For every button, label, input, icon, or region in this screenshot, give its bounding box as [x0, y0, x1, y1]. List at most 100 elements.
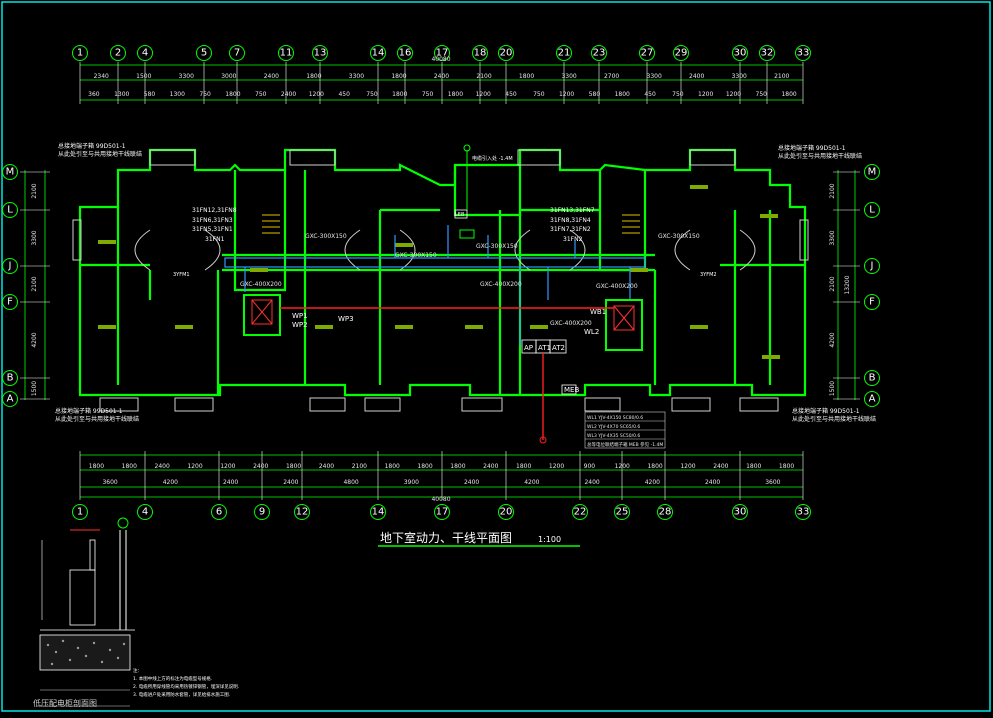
- dim-value: 580: [589, 91, 601, 98]
- dim-value: 2100: [774, 73, 789, 80]
- axis-label: 12: [296, 507, 309, 518]
- dim-value: 2400: [483, 463, 498, 470]
- axis-bubble: [294, 504, 310, 520]
- dim-value: 2400: [434, 73, 449, 80]
- dim-value: 2400: [713, 463, 728, 470]
- axis-label: 21: [558, 48, 571, 59]
- device-label: AT2: [552, 344, 565, 352]
- dim-value: 360: [88, 91, 100, 98]
- device-label: 3YFM1: [173, 272, 190, 278]
- axis-bubble: [732, 504, 748, 520]
- room-label: 31FN2: [563, 236, 583, 243]
- axis-label: F: [869, 297, 875, 308]
- dim-value: 1200: [726, 91, 741, 98]
- dim-value: 1800: [392, 91, 407, 98]
- axis-bubble: [2, 391, 18, 407]
- dim-value: 1800: [450, 463, 465, 470]
- axis-label: 7: [234, 48, 240, 59]
- dim-value: 1800: [286, 463, 301, 470]
- dim-value: 1200: [698, 91, 713, 98]
- dim-value: 750: [533, 91, 545, 98]
- note-line: 总接地端子箱 99D501-1: [792, 407, 860, 415]
- switchgear-section-detail: [39, 517, 135, 707]
- dim-value: 750: [199, 91, 211, 98]
- axis-bubble: [795, 45, 811, 61]
- dim-value: 1200: [615, 463, 630, 470]
- dim-value: 1800: [225, 91, 240, 98]
- axis-label: 28: [659, 507, 672, 518]
- room-label: 31FN8,31FN4: [550, 217, 591, 224]
- dim-value: 2400: [253, 463, 268, 470]
- duct-labels: GXC-300X150 GXC-300X150 GXC-300X150 GXC-…: [240, 233, 700, 327]
- device-label: WP2: [292, 321, 308, 329]
- axis-bubble: [591, 45, 607, 61]
- note-line: 2. 电缆所用穿线管均采用热镀锌钢管，埋深详见说明.: [133, 683, 239, 690]
- right-sum-dim: 13200: [844, 275, 851, 294]
- dim-value: 3300: [31, 230, 38, 245]
- total-dim-top: 40080: [431, 56, 450, 63]
- drawing-title: 地下室动力、干线平面图: [380, 530, 512, 545]
- dim-value: 2400: [464, 479, 479, 486]
- axis-bubble: [229, 45, 245, 61]
- axis-label: 23: [593, 48, 606, 59]
- axis-label: 11: [280, 48, 293, 59]
- axis-bubble: [434, 504, 450, 520]
- dim-value: 1800: [391, 73, 406, 80]
- axis-bubble: [72, 504, 88, 520]
- dim-value: 750: [756, 91, 768, 98]
- dim-value: 580: [144, 91, 156, 98]
- axis-label: B: [869, 373, 876, 384]
- dim-value: 1800: [647, 463, 662, 470]
- axis-label: 20: [500, 48, 513, 59]
- dim-value: 3600: [765, 479, 780, 486]
- axis-label: A: [7, 394, 14, 405]
- dim-value: 2100: [31, 183, 38, 198]
- axis-label: M: [868, 167, 877, 178]
- dim-value: 1500: [136, 73, 151, 80]
- dim-value: 4200: [524, 479, 539, 486]
- dim-value: 450: [644, 91, 656, 98]
- note-line: 3. 电缆进户处采用防水套管，详见给排水施工图.: [133, 691, 230, 698]
- dim-value: 750: [255, 91, 267, 98]
- axis-label: 14: [372, 48, 385, 59]
- legend-row: 总等电位联结端子箱 MEB 参见 -1.4M: [587, 441, 663, 448]
- duct-label: GXC-300X150: [658, 233, 700, 240]
- axis-label: 1: [77, 507, 83, 518]
- riser: [463, 144, 471, 210]
- dim-value: 750: [366, 91, 378, 98]
- dim-value: 2400: [264, 73, 279, 80]
- dim-text-bottom-row1: 1800 1800 2400 1200 1200 2400 1800 2400 2100 1800…: [89, 463, 795, 470]
- dim-value: 3300: [732, 73, 747, 80]
- top-dimension-ticks: [79, 62, 804, 104]
- dim-value: 2400: [705, 479, 720, 486]
- device-label: AT1: [538, 344, 551, 352]
- axis-bubble: [864, 294, 880, 310]
- device-label: AP: [524, 344, 533, 352]
- dim-value: 2100: [352, 463, 367, 470]
- dim-value: 3300: [647, 73, 662, 80]
- dim-value: 1800: [781, 91, 796, 98]
- axis-label: 22: [574, 507, 587, 518]
- axis-bubble: [110, 45, 126, 61]
- legend-table: [584, 411, 666, 449]
- stairs: [262, 214, 640, 234]
- axis-label: F: [7, 297, 13, 308]
- axis-label: 30: [734, 507, 747, 518]
- section-title: 低压配电柜剖面图: [33, 698, 97, 708]
- dim-value: 3300: [561, 73, 576, 80]
- axis-label: 16: [399, 48, 412, 59]
- axis-label: 29: [675, 48, 688, 59]
- dimension-chains: [24, 64, 856, 498]
- dim-value: 1200: [220, 463, 235, 470]
- drawing-scale: 1:100: [538, 535, 561, 544]
- dim-value: 1800: [89, 463, 104, 470]
- axis-label: 1: [77, 48, 83, 59]
- axis-bubble: [211, 504, 227, 520]
- note-line: 从此处引至与共用接地干线联结: [792, 415, 876, 423]
- dim-value: 1800: [746, 463, 761, 470]
